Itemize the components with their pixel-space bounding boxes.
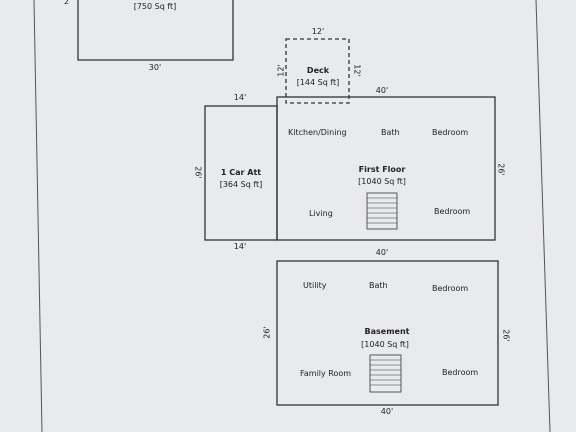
deck-outline bbox=[285, 38, 350, 104]
left-margin-line bbox=[33, 0, 43, 432]
basement-area: [1040 Sq ft] bbox=[361, 340, 409, 349]
room-first-floor-bedroom-1: Bedroom bbox=[432, 128, 469, 137]
first-floor-name: First Floor bbox=[358, 165, 406, 174]
garage-top-dim: 14' bbox=[233, 93, 247, 102]
room-kitchen-dining: Kitchen/Dining bbox=[288, 128, 347, 137]
basement-stairs bbox=[369, 354, 402, 393]
basement-left-dim: 26' bbox=[262, 326, 272, 339]
deck-right-dim: 12' bbox=[352, 64, 362, 77]
first-floor-side-dim: 26' bbox=[496, 163, 506, 176]
basement-outline bbox=[276, 260, 499, 406]
first-floor-outline bbox=[276, 96, 496, 241]
top-block-outline bbox=[77, 0, 234, 61]
garage-name: 1 Car Att bbox=[220, 168, 262, 177]
deck-left-dim: 12' bbox=[276, 64, 286, 77]
basement-right-dim: 26' bbox=[501, 329, 511, 342]
garage-bottom-dim: 14' bbox=[233, 242, 247, 251]
first-floor-top-dim: 40' bbox=[375, 86, 389, 95]
top-block-area: [750 Sq ft] bbox=[133, 2, 177, 11]
deck-name: Deck bbox=[306, 66, 330, 75]
room-basement-bedroom-1: Bedroom bbox=[432, 284, 469, 293]
garage-side-dim: 26' bbox=[193, 166, 203, 179]
garage-area: [364 Sq ft] bbox=[219, 180, 263, 189]
room-first-floor-bath: Bath bbox=[381, 128, 400, 137]
deck-top-dim: 12' bbox=[311, 27, 325, 36]
top-block-width-dim: 30' bbox=[148, 63, 162, 72]
first-floor-bottom-dim: 40' bbox=[375, 248, 389, 257]
room-utility: Utility bbox=[303, 281, 327, 290]
room-basement-bath: Bath bbox=[369, 281, 388, 290]
right-margin-line bbox=[535, 0, 551, 432]
room-living: Living bbox=[309, 209, 333, 218]
room-basement-bedroom-2: Bedroom bbox=[442, 368, 479, 377]
basement-name: Basement bbox=[364, 327, 410, 336]
first-floor-area: [1040 Sq ft] bbox=[358, 177, 406, 186]
basement-bottom-dim: 40' bbox=[380, 407, 394, 416]
first-floor-stairs bbox=[366, 192, 398, 230]
room-first-floor-bedroom-2: Bedroom bbox=[434, 207, 471, 216]
room-family-room: Family Room bbox=[300, 369, 352, 378]
deck-area: [144 Sq ft] bbox=[296, 78, 340, 87]
top-block-corner-label: 2 bbox=[64, 0, 70, 6]
